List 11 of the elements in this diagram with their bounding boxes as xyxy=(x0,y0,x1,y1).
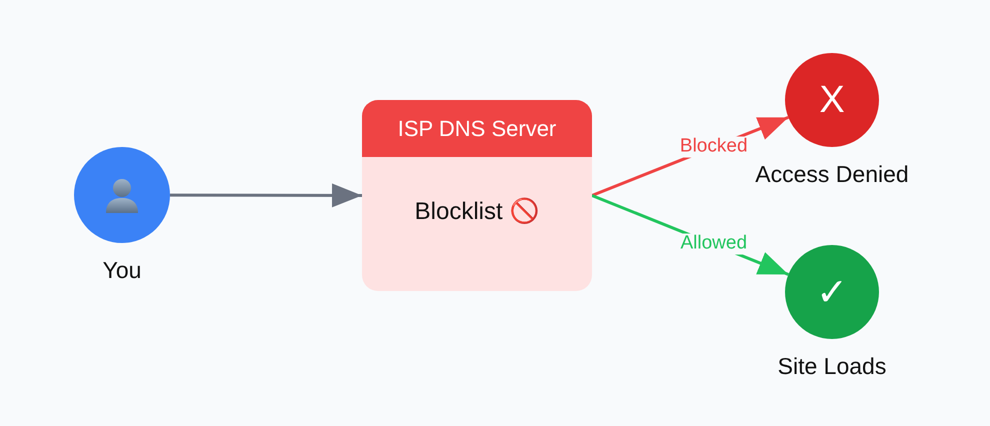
arrow xyxy=(170,183,362,208)
node-caption: Site Loads xyxy=(778,353,886,380)
box-text: Blocklist 🚫 xyxy=(414,197,540,226)
edge-label: Allowed xyxy=(679,234,748,255)
server-box xyxy=(362,100,592,291)
status-symbol: ✓ xyxy=(816,270,848,314)
node-caption: You xyxy=(102,257,142,284)
node-caption: Access Denied xyxy=(755,161,909,188)
box-title: ISP DNS Server xyxy=(362,100,592,157)
edge-label: Blocked xyxy=(678,136,749,158)
status-symbol: X xyxy=(819,78,845,122)
